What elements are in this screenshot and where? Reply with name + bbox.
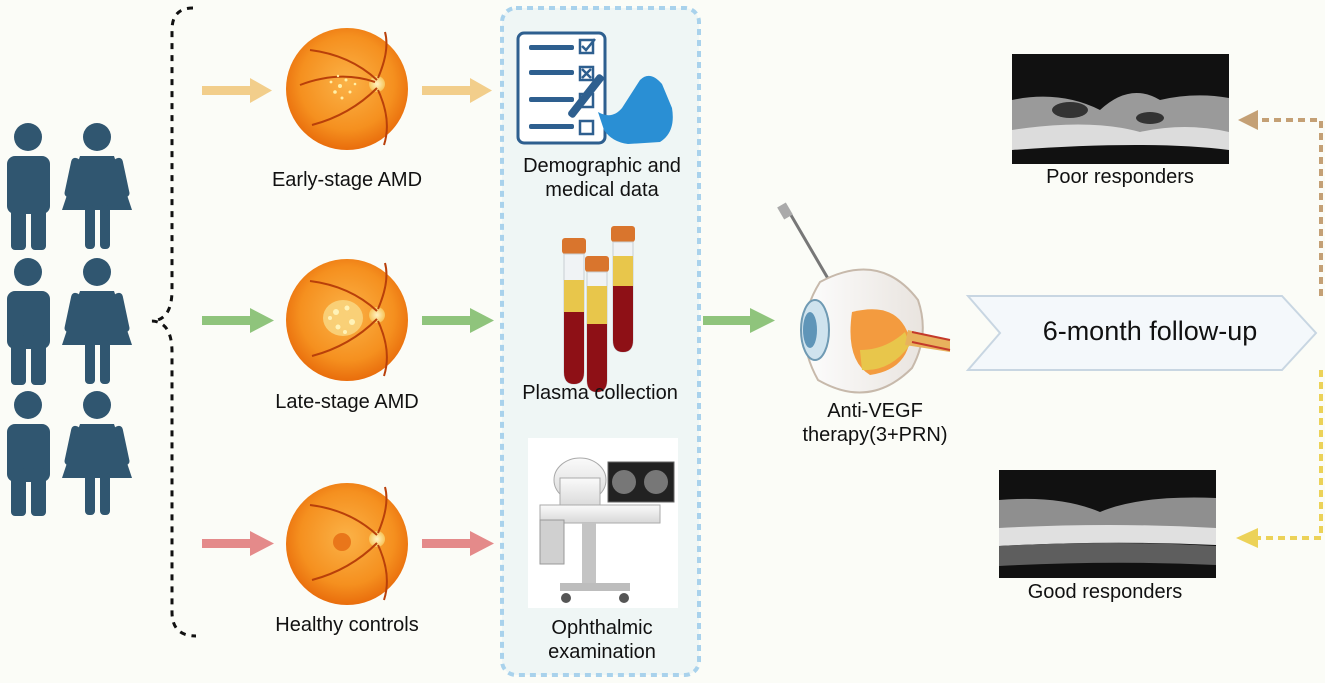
label-poor-responders: Poor responders [1046,166,1194,188]
label-early-stage-amd: Early-stage AMD [271,169,423,191]
arrow-healthy-out [422,531,494,556]
label-good-responders: Good responders [1027,581,1183,603]
arrow-early-out [422,78,492,103]
female-person-icon [62,258,132,384]
tube-icon [562,238,586,385]
male-person-icon [7,391,50,516]
hand-pen-icon [568,74,673,144]
label-late-stage-amd: Late-stage AMD [275,391,419,413]
arrows [202,78,775,556]
arrow-early-in [202,78,272,103]
arrow-late-in [202,308,274,333]
ophthalmic-device-image [528,438,678,608]
checklist-icon [516,31,673,145]
male-person-icon [7,123,50,250]
female-person-icon [62,391,132,515]
label-healthy-controls: Healthy controls [275,614,419,636]
retina-healthy-image [286,483,408,605]
patient-population-icon [7,123,132,516]
arrow-head-poor [1238,110,1258,130]
label-followup: 6-month follow-up [1042,316,1258,346]
plasma-tubes-icon [562,226,635,393]
grouping-bracket [151,6,197,638]
retina-early-amd-image [286,28,408,150]
followup-banner [965,295,1318,371]
label-plasma-collection: Plasma collection [522,382,678,404]
female-person-icon [62,123,132,249]
outcome-arrows [1258,118,1323,540]
arrow-head-good [1236,528,1258,548]
tube-icon [611,226,635,353]
tube-icon [585,256,609,393]
oct-good-responder-image [999,470,1216,578]
arrow-to-therapy [703,308,775,333]
eye-injection-illustration [777,202,951,394]
label-anti-vegf-therapy: Anti-VEGF therapy(3+PRN) [802,400,948,446]
label-ophthalmic-examination: Ophthalmic examination [548,617,656,663]
arrow-late-out [422,308,494,333]
arrow-healthy-in [202,531,274,556]
label-demographic-data: Demographic and medical data [523,155,681,201]
male-person-icon [7,258,50,385]
retina-late-amd-image [286,259,408,381]
oct-poor-responder-image [1012,54,1229,164]
